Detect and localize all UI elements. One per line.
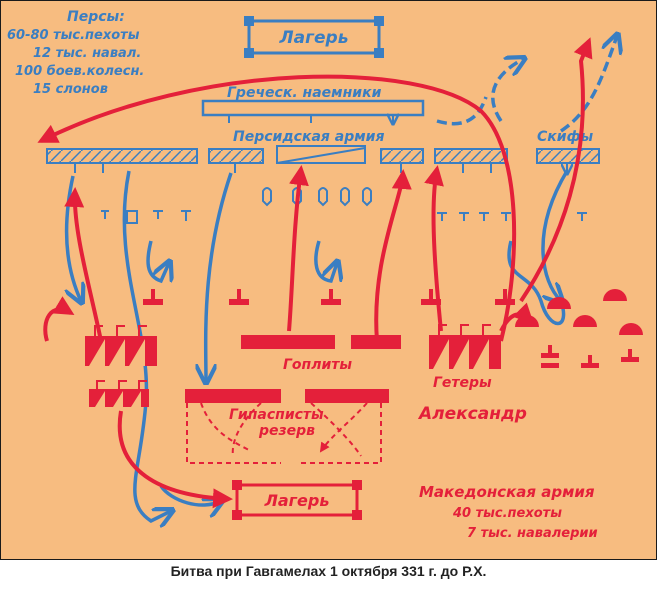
hoplites-label: Гоплиты xyxy=(283,357,352,373)
map-caption: Битва при Гавгамелах 1 октября 331 г. до… xyxy=(170,563,487,579)
reserve-label: резерв xyxy=(258,423,315,439)
map-canvas: Персы: 60-80 тыс.пехоты 12 тыс. навал. 1… xyxy=(7,9,643,541)
persian-info-title: Персы: xyxy=(67,9,125,25)
macedonian-info-title: Македонская армия xyxy=(419,483,595,501)
battle-map: Персы: 60-80 тыс.пехоты 12 тыс. навал. 1… xyxy=(0,0,657,560)
persian-camp-label: Лагерь xyxy=(279,28,349,48)
persian-info: Персы: 60-80 тыс.пехоты 12 тыс. навал. 1… xyxy=(7,9,144,97)
greek-mercenaries: Греческ. наемники xyxy=(201,85,425,123)
macedonian-info: Македонская армия 40 тыс.пехоты 7 тыс. н… xyxy=(419,483,598,541)
macedonian-infantry: 40 тыс.пехоты xyxy=(452,506,562,521)
hypaspists: Гипасписты резерв xyxy=(185,389,389,464)
macedonian-small-units xyxy=(143,289,643,368)
persian-front-line xyxy=(46,145,600,173)
persian-elephants: 15 слонов xyxy=(33,82,108,97)
hoplites: Гоплиты xyxy=(241,335,401,373)
macedonian-camp: Лагерь xyxy=(232,480,362,520)
persian-chariots: 100 боев.колесн. xyxy=(15,64,144,79)
hetairoi: Гетеры xyxy=(429,324,501,391)
persian-cavalry: 12 тыс. навал. xyxy=(33,46,141,61)
macedonian-left-cavalry xyxy=(85,325,157,407)
persian-infantry: 60-80 тыс.пехоты xyxy=(7,28,140,43)
macedonian-camp-label: Лагерь xyxy=(264,491,330,510)
persian-army-label: Персидская армия xyxy=(233,129,384,145)
greek-mercenaries-label: Греческ. наемники xyxy=(227,85,382,101)
macedonian-cavalry: 7 тыс. навалерии xyxy=(467,526,598,541)
hypaspists-label: Гипасписты xyxy=(229,407,324,423)
alexander-label: Александр xyxy=(417,404,527,424)
hetairoi-label: Гетеры xyxy=(433,375,492,391)
scythians-label: Скифы xyxy=(537,129,593,145)
persian-camp: Лагерь xyxy=(244,16,384,58)
